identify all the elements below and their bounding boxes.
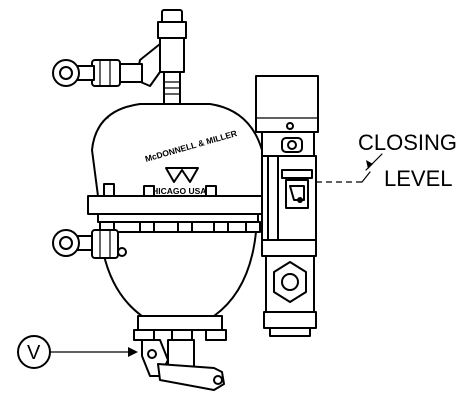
closing-label: CLOSING [358, 130, 457, 155]
lower-union-fitting [91, 229, 127, 259]
arrow-icon [128, 347, 138, 357]
level-label: LEVEL [384, 166, 453, 191]
valve-marker: V [17, 335, 138, 369]
arrow-icon [366, 160, 373, 169]
upper-pipe-connection-ring [52, 59, 95, 87]
feeder-bowl-lower [99, 231, 257, 341]
closing-level-callout: CLOSING LEVEL [316, 130, 457, 191]
lower-pipe-connection-ring [52, 229, 97, 257]
bowl-flange [87, 183, 271, 233]
brand-city-text: CHICAGO USA [146, 186, 206, 196]
switch-housing [255, 75, 319, 263]
valve-body [263, 255, 317, 337]
drain-valve-handle [141, 339, 225, 391]
top-vent-pipe [91, 9, 187, 105]
brand-logo-icon [165, 167, 199, 183]
valve-marker-label: V [27, 342, 41, 364]
feeder-bowl-dome [91, 103, 263, 197]
